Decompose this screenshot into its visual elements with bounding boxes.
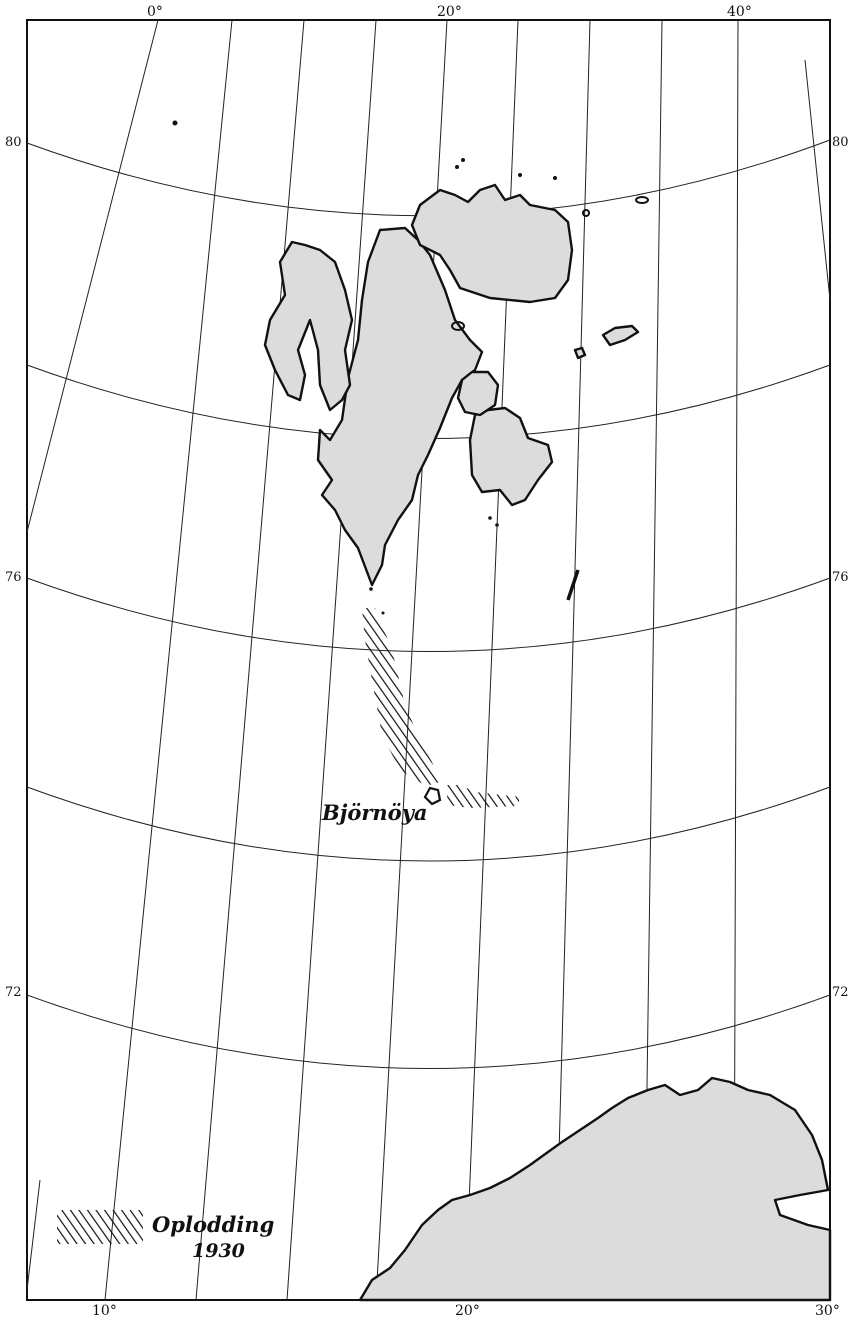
islet: [635, 196, 649, 204]
place-label-bjornoya: Björnöya: [322, 800, 428, 825]
longitude-label-bottom-30: 30°: [815, 1303, 840, 1319]
meridian-k: [26, 1179, 41, 1291]
spitsbergen-island: [316, 226, 484, 587]
islet: [582, 209, 590, 217]
dot: [488, 516, 492, 520]
dot: [455, 165, 459, 169]
meridian-c: [195, 19, 305, 1301]
meridian-a: [26, 19, 159, 533]
latitude-label-right-76: 76: [832, 570, 849, 585]
meridian-b: [104, 19, 233, 1301]
longitude-label-top-40: 40°: [727, 4, 752, 20]
edgeoya-island: [468, 406, 554, 507]
parallel-72: [26, 994, 831, 1069]
meridian-j: [804, 59, 831, 301]
kong-karls-land-island: [601, 324, 640, 347]
small-dots: [172, 120, 557, 615]
dot: [461, 158, 465, 162]
dot: [369, 587, 373, 591]
parallel-76: [26, 577, 831, 652]
norway-coast: [358, 1076, 832, 1302]
latitude-label-left-76: 76: [5, 570, 22, 585]
longitude-label-bottom-10: 10°: [92, 1303, 117, 1319]
nordaustlandet-island: [410, 183, 574, 304]
graticule: [26, 19, 831, 1301]
legend-swatch: [57, 1210, 143, 1244]
longitude-label-top-0: 0°: [147, 4, 163, 20]
longitude-label-top-20: 20°: [437, 4, 462, 20]
meridian-h: [643, 19, 663, 1301]
legend-label: Oplodding: [152, 1212, 275, 1237]
meridian-g: [554, 19, 591, 1301]
dot: [518, 173, 522, 177]
barentsoya-island: [456, 370, 500, 417]
latitude-label-left-80: 80: [5, 135, 22, 150]
legend-year: 1930: [192, 1240, 245, 1262]
sounding-area-main: [362, 608, 440, 786]
small-island-east: [573, 346, 587, 360]
longitude-label-bottom-20: 20°: [455, 1303, 480, 1319]
latitude-label-left-72: 72: [5, 985, 22, 1000]
dot: [381, 611, 385, 615]
landmasses: [263, 183, 832, 1302]
islet: [451, 321, 465, 331]
small-islets: [451, 196, 649, 331]
parallel-74: [26, 786, 831, 862]
dot: [495, 523, 499, 527]
sounding-area-east: [446, 785, 520, 808]
dot: [172, 120, 178, 126]
bjornoya-island: [423, 786, 442, 806]
latitude-label-right-80: 80: [832, 135, 849, 150]
hopen-island: [566, 569, 580, 601]
latitude-label-right-72: 72: [832, 985, 849, 1000]
meridian-d: [286, 19, 377, 1301]
dot: [553, 176, 557, 180]
spitsbergen-northwest: [263, 240, 354, 412]
